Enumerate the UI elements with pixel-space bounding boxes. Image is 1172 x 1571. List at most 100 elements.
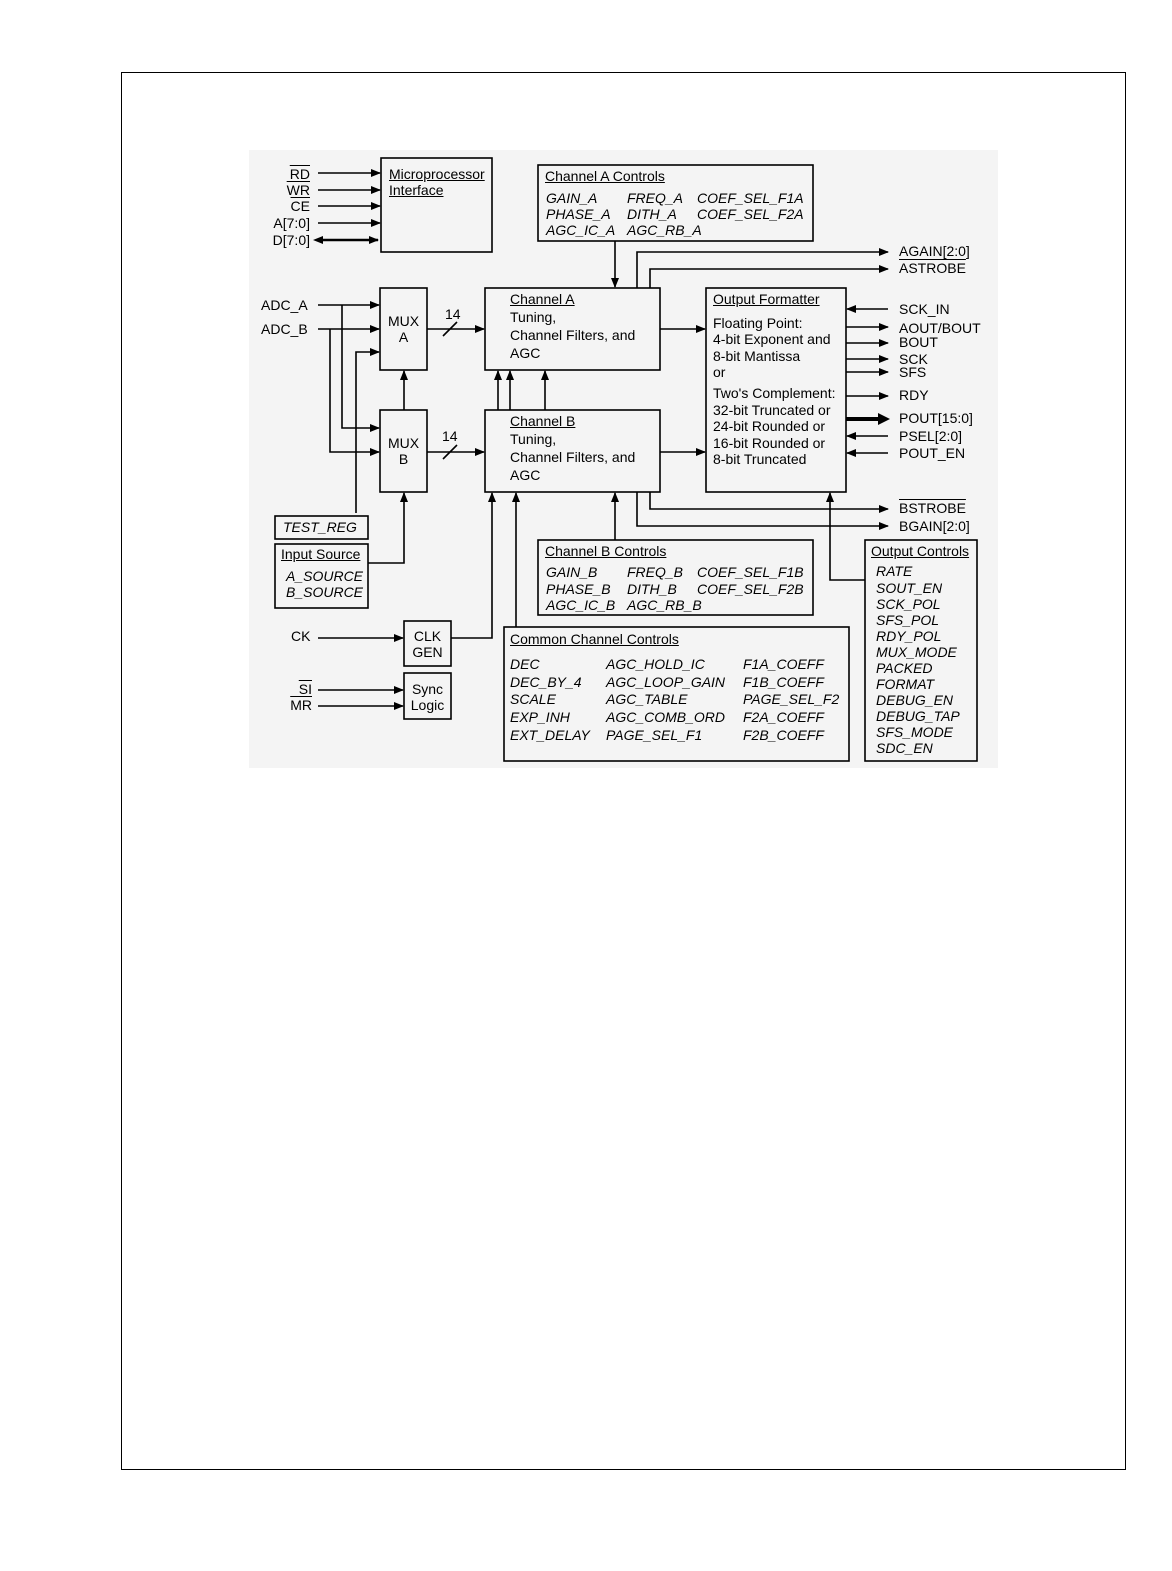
channel-b-line-1: Tuning, bbox=[510, 431, 557, 447]
bgain-label: BGAIN[2:0] bbox=[899, 518, 970, 534]
pout-en-label: POUT_EN bbox=[899, 445, 966, 461]
oc-sout-en: SOUT_EN bbox=[876, 580, 943, 596]
channel-b-title: Channel B bbox=[510, 413, 576, 429]
ck-label: CK bbox=[291, 628, 311, 644]
gain-b: GAIN_B bbox=[546, 564, 598, 580]
oc-packed: PACKED bbox=[876, 660, 933, 676]
channel-a-line-1: Tuning, bbox=[510, 309, 557, 325]
si-label: SI bbox=[298, 681, 312, 697]
channel-a-controls-box bbox=[537, 164, 814, 242]
diagram-background bbox=[249, 150, 998, 768]
clk-gen-label-2: GEN bbox=[412, 644, 443, 660]
sync-logic-label-1: Sync bbox=[411, 681, 444, 697]
bus-width-b: 14 bbox=[442, 428, 458, 444]
common-agc-hold-ic: AGC_HOLD_IC bbox=[606, 656, 705, 672]
channel-b-line-2: Channel Filters, and bbox=[510, 449, 636, 465]
sync-logic-label-2: Logic bbox=[410, 697, 445, 713]
address-bus-label: A[7:0] bbox=[273, 215, 310, 231]
agc-ic-a: AGC_IC_A bbox=[546, 222, 616, 238]
channel-b-controls-title: Channel B Controls bbox=[545, 543, 667, 559]
input-source-box bbox=[274, 543, 369, 609]
common-agc-loop-gain: AGC_LOOP_GAIN bbox=[606, 674, 726, 690]
agc-rb-b: AGC_RB_B bbox=[627, 597, 702, 613]
freq-a: FREQ_A bbox=[627, 190, 684, 206]
common-page-sel-f1: PAGE_SEL_F1 bbox=[606, 727, 703, 743]
formatter-line-2: 4-bit Exponent and bbox=[713, 331, 831, 347]
mux-a-label-1: MUX bbox=[387, 313, 420, 329]
dith-a: DITH_A bbox=[627, 206, 677, 222]
page-frame bbox=[121, 72, 1126, 1470]
rd-label: RD bbox=[289, 166, 310, 182]
bstrobe-label: BSTROBE bbox=[899, 500, 966, 516]
freq-b: FREQ_B bbox=[627, 564, 684, 580]
coef-sel-f2b: COEF_SEL_F2B bbox=[697, 581, 804, 597]
channel-a-line-3: AGC bbox=[510, 345, 541, 361]
dith-b: DITH_B bbox=[627, 581, 677, 597]
common-ext-delay: EXT_DELAY bbox=[510, 727, 590, 743]
common-dec-by-4: DEC_BY_4 bbox=[510, 674, 582, 690]
clk-gen-box bbox=[403, 620, 452, 667]
a-source: A_SOURCE bbox=[286, 568, 364, 584]
aout-bout-label: AOUT/BOUT bbox=[899, 320, 981, 336]
again-label: AGAIN[2:0] bbox=[899, 243, 970, 259]
common-f2b-coeff: F2B_COEFF bbox=[743, 727, 824, 743]
formatter-line-6: 32-bit Truncated or bbox=[713, 402, 831, 418]
agc-rb-a: AGC_RB_A bbox=[627, 222, 702, 238]
sck-in-label: SCK_IN bbox=[899, 301, 950, 317]
oc-debug-tap: DEBUG_TAP bbox=[876, 708, 960, 724]
microprocessor-interface-box bbox=[380, 157, 493, 253]
common-agc-table: AGC_TABLE bbox=[606, 691, 688, 707]
micro-title-2: Interface bbox=[389, 182, 444, 198]
coef-sel-f2a: COEF_SEL_F2A bbox=[697, 206, 804, 222]
formatter-line-4: or bbox=[713, 364, 726, 380]
common-scale: SCALE bbox=[510, 691, 556, 707]
channel-a-controls-title: Channel A Controls bbox=[545, 168, 665, 184]
formatter-line-8: 16-bit Rounded or bbox=[713, 435, 826, 451]
adc-b-label: ADC_B bbox=[261, 321, 308, 337]
formatter-line-1: Floating Point: bbox=[713, 315, 803, 331]
formatter-line-9: 8-bit Truncated bbox=[713, 451, 807, 467]
output-formatter-box bbox=[705, 287, 847, 493]
channel-b-box bbox=[484, 409, 661, 493]
channel-a-line-2: Channel Filters, and bbox=[510, 327, 636, 343]
oc-rdy-pol: RDY_POL bbox=[876, 628, 942, 644]
oc-sfs-mode: SFS_MODE bbox=[876, 724, 954, 740]
common-exp-inh: EXP_INH bbox=[510, 709, 570, 725]
formatter-line-3: 8-bit Mantissa bbox=[713, 348, 801, 364]
micro-title-1: Microprocessor bbox=[389, 166, 485, 182]
common-f2a-coeff: F2A_COEFF bbox=[743, 709, 824, 725]
channel-b-line-3: AGC bbox=[510, 467, 541, 483]
oc-mux-mode: MUX_MODE bbox=[876, 644, 957, 660]
sfs-label: SFS bbox=[899, 364, 927, 380]
sck-label: SCK bbox=[899, 351, 928, 367]
oc-sdc-en: SDC_EN bbox=[876, 740, 933, 756]
clk-gen-label-1: CLK bbox=[413, 628, 442, 644]
coef-sel-f1b: COEF_SEL_F1B bbox=[697, 564, 804, 580]
oc-sfs-pol: SFS_POL bbox=[876, 612, 940, 628]
oc-format: FORMAT bbox=[876, 676, 935, 692]
mux-a-label-2: A bbox=[398, 329, 409, 345]
pout-label: POUT[15:0] bbox=[899, 410, 973, 426]
common-controls-title: Common Channel Controls bbox=[510, 631, 679, 647]
formatter-line-5: Two's Complement: bbox=[713, 385, 836, 401]
formatter-line-7: 24-bit Rounded or bbox=[713, 418, 826, 434]
mux-b-label-1: MUX bbox=[387, 435, 420, 451]
b-source: B_SOURCE bbox=[286, 584, 364, 600]
common-f1b-coeff: F1B_COEFF bbox=[743, 674, 824, 690]
wr-label: WR bbox=[286, 182, 310, 198]
output-controls-title: Output Controls bbox=[871, 543, 970, 559]
oc-rate: RATE bbox=[876, 563, 913, 579]
phase-a: PHASE_A bbox=[546, 206, 611, 222]
ce-label: CE bbox=[290, 198, 310, 214]
common-page-sel-f2: PAGE_SEL_F2 bbox=[743, 691, 840, 707]
data-bus-label: D[7:0] bbox=[272, 232, 310, 248]
gain-a: GAIN_A bbox=[546, 190, 598, 206]
psel-label: PSEL[2:0] bbox=[899, 428, 963, 444]
channel-b-controls-box bbox=[537, 539, 814, 616]
common-f1a-coeff: F1A_COEFF bbox=[743, 656, 824, 672]
astrobe-label: ASTROBE bbox=[899, 260, 966, 276]
phase-b: PHASE_B bbox=[546, 581, 611, 597]
output-controls-box bbox=[864, 539, 978, 762]
channel-a-title: Channel A bbox=[510, 291, 575, 307]
